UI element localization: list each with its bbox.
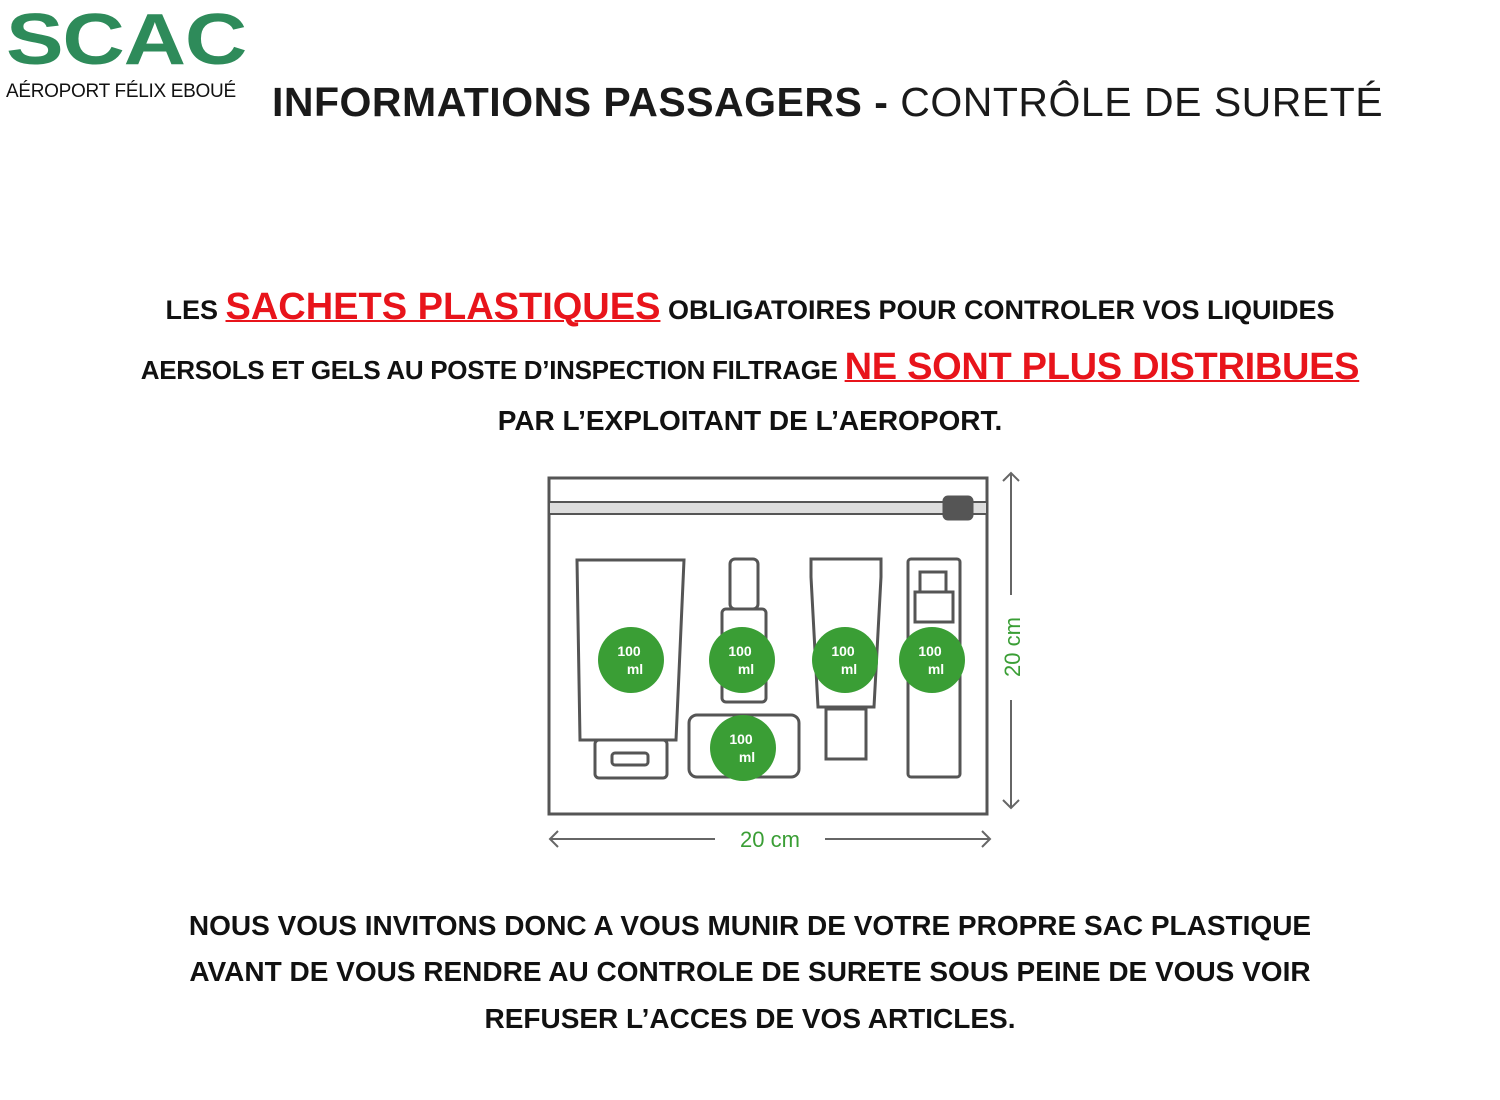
- volume-badges: [598, 627, 965, 781]
- notice-line-1: LES SACHETS PLASTIQUES OBLIGATOIRES POUR…: [0, 286, 1500, 329]
- tube-icon: [575, 558, 686, 742]
- title-bold: INFORMATIONS PASSAGERS -: [272, 79, 901, 125]
- badge-unit: ml: [738, 661, 754, 677]
- zipper-slider: [942, 495, 974, 521]
- badge-value: 100: [918, 643, 942, 659]
- width-label: 20 cm: [740, 827, 800, 852]
- badge-unit: ml: [627, 661, 643, 677]
- notice-line-3: PAR L’EXPLOITANT DE L’AEROPORT.: [497, 405, 1003, 436]
- badge-unit: ml: [841, 661, 857, 677]
- logo-subtitle: AÉROPORT FÉLIX EBOUÉ: [6, 81, 236, 102]
- notice-highlight: NE SONT PLUS DISTRIBUES: [844, 346, 1360, 388]
- badge-unit: ml: [928, 661, 944, 677]
- height-label: 20 cm: [1000, 617, 1025, 677]
- bag-zipper: [548, 501, 988, 515]
- cream-tube-icon: [809, 557, 883, 709]
- footer-line-3: REFUSER L’ACCES DE VOS ARTICLES.: [484, 1003, 1016, 1034]
- page-title: INFORMATIONS PASSAGERS - CONTRÔLE DE SUR…: [272, 78, 1383, 126]
- badge-value: 100: [729, 731, 753, 747]
- badge-value: 100: [831, 643, 855, 659]
- notice-text: OBLIGATOIRES POUR CONTROLER VOS LIQUIDES: [660, 295, 1335, 325]
- logo-mark: SCAC: [6, 0, 247, 80]
- dimension-arrows: [548, 471, 1020, 848]
- liquids-bag-illustration: 100 ml 100 ml 100 ml 100 ml 100 ml 20 cm…: [547, 471, 1025, 852]
- height-arrow: [1002, 471, 1020, 810]
- width-arrow: [548, 830, 992, 848]
- badge: [899, 627, 965, 693]
- footer-line-1: NOUS VOUS INVITONS DONC A VOUS MUNIR DE …: [188, 910, 1312, 941]
- badge-value: 100: [728, 643, 752, 659]
- notice-line-2: AERSOLS ET GELS AU POSTE D’INSPECTION FI…: [0, 346, 1500, 389]
- notice-text: LES: [165, 295, 226, 325]
- badge-unit: ml: [739, 749, 755, 765]
- title-light: CONTRÔLE DE SURETÉ: [900, 79, 1384, 125]
- footer-line-2: AVANT DE VOUS RENDRE AU CONTROLE DE SURE…: [189, 956, 1311, 987]
- badge: [598, 627, 664, 693]
- notice-highlight: SACHETS PLASTIQUES: [225, 286, 661, 328]
- bag-outline: [547, 476, 989, 816]
- scac-logo: SCAC AÉROPORT FÉLIX EBOUÉ: [6, 0, 264, 104]
- notice-text: AERSOLS ET GELS AU POSTE D’INSPECTION FI…: [140, 355, 845, 385]
- badge: [812, 627, 878, 693]
- badge: [710, 715, 776, 781]
- dropper-bottle-icon: [728, 557, 760, 611]
- badge-value: 100: [617, 643, 641, 659]
- badge: [709, 627, 775, 693]
